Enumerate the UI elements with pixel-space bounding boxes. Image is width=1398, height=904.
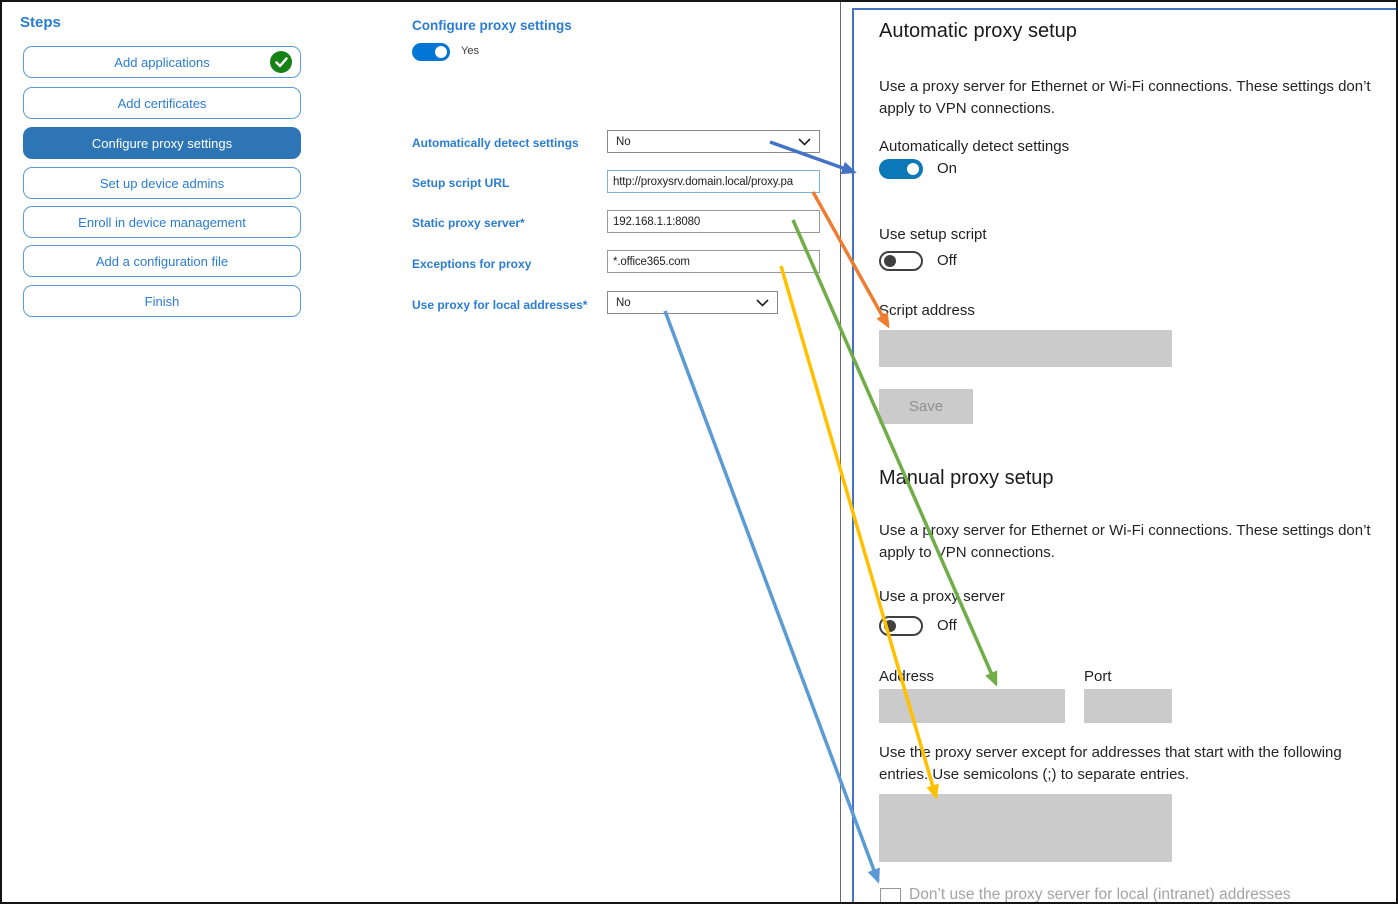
- local-addresses-arrow: [663, 310, 880, 884]
- intranet-addresses-checkbox-label: Don’t use the proxy server for local (in…: [909, 886, 1291, 903]
- chevron-down-icon: [756, 298, 769, 307]
- step-add-configuration-file[interactable]: Add a configuration file: [23, 245, 301, 277]
- script-address-field[interactable]: [879, 330, 1172, 367]
- address-label: Address: [879, 668, 935, 685]
- use-proxy-server-toggle[interactable]: [879, 616, 923, 636]
- exceptions-label: Exceptions for proxy: [412, 257, 532, 271]
- use-proxy-server-label: Use a proxy server: [879, 588, 1005, 605]
- configure-proxy-toggle[interactable]: [412, 43, 450, 61]
- toggle-knob: [907, 163, 919, 175]
- manual-proxy-heading: Manual proxy setup: [879, 467, 1054, 489]
- setup-script-url-input[interactable]: [613, 175, 814, 188]
- step-label: Set up device admins: [99, 175, 225, 191]
- exceptions-input[interactable]: [613, 255, 814, 268]
- detect-settings-toggle[interactable]: [879, 159, 923, 179]
- use-setup-script-toggle-state: Off: [937, 252, 957, 269]
- step-set-up-device-admins[interactable]: Set up device admins: [23, 167, 301, 199]
- port-label: Port: [1084, 668, 1112, 685]
- step-configure-proxy-settings[interactable]: Configure proxy settings: [23, 127, 301, 159]
- static-proxy-field: [607, 210, 820, 233]
- detect-settings-label: Automatically detect settings: [879, 138, 1070, 155]
- use-proxy-server-toggle-state: Off: [937, 617, 957, 634]
- step-enroll-in-device-management[interactable]: Enroll in device management: [23, 206, 301, 238]
- step-label: Add a configuration file: [95, 253, 229, 269]
- chevron-down-icon: [798, 137, 811, 146]
- setup-script-url-label: Setup script URL: [412, 176, 510, 190]
- port-field[interactable]: [1084, 689, 1172, 723]
- toggle-knob: [884, 255, 896, 267]
- save-button[interactable]: Save: [879, 389, 973, 424]
- auto-detect-select[interactable]: No: [607, 130, 820, 153]
- pane-divider: [840, 2, 841, 902]
- step-label: Finish: [144, 293, 180, 309]
- use-setup-script-toggle[interactable]: [879, 251, 923, 271]
- static-proxy-label: Static proxy server*: [412, 216, 525, 230]
- steps-title: Steps: [20, 14, 61, 31]
- local-addresses-label: Use proxy for local addresses*: [412, 298, 588, 312]
- exceptions-entry-box[interactable]: [879, 794, 1172, 862]
- step-label: Configure proxy settings: [91, 135, 233, 151]
- automatic-proxy-description: Use a proxy server for Ethernet or Wi-Fi…: [879, 78, 1371, 117]
- local-addresses-select[interactable]: No: [607, 291, 778, 314]
- automatic-proxy-heading: Automatic proxy setup: [879, 20, 1077, 42]
- step-finish[interactable]: Finish: [23, 285, 301, 317]
- save-button-label: Save: [908, 398, 944, 415]
- manual-proxy-description: Use a proxy server for Ethernet or Wi-Fi…: [879, 522, 1371, 561]
- exceptions-help-text: Use the proxy server except for addresse…: [879, 744, 1342, 783]
- configure-proxy-toggle-state: Yes: [461, 45, 479, 57]
- setup-script-url-field: [607, 170, 820, 193]
- editor-title: Configure proxy settings: [412, 18, 572, 33]
- intranet-addresses-checkbox[interactable]: [880, 888, 901, 902]
- select-value: No: [616, 296, 631, 309]
- exceptions-field: [607, 250, 820, 273]
- toggle-knob: [435, 46, 447, 58]
- use-setup-script-label: Use setup script: [879, 226, 987, 243]
- step-label: Add applications: [114, 54, 210, 70]
- step-add-certificates[interactable]: Add certificates: [23, 87, 301, 119]
- auto-detect-label: Automatically detect settings: [412, 136, 579, 150]
- address-field[interactable]: [879, 689, 1065, 723]
- toggle-knob: [884, 620, 896, 632]
- script-address-label: Script address: [879, 302, 975, 319]
- select-value: No: [616, 135, 631, 148]
- step-add-applications[interactable]: Add applications: [23, 46, 301, 78]
- completed-check-icon: [270, 51, 292, 73]
- step-label: Add certificates: [117, 95, 207, 111]
- detect-settings-toggle-state: On: [937, 160, 958, 177]
- step-label: Enroll in device management: [78, 214, 246, 230]
- static-proxy-input[interactable]: [613, 215, 814, 228]
